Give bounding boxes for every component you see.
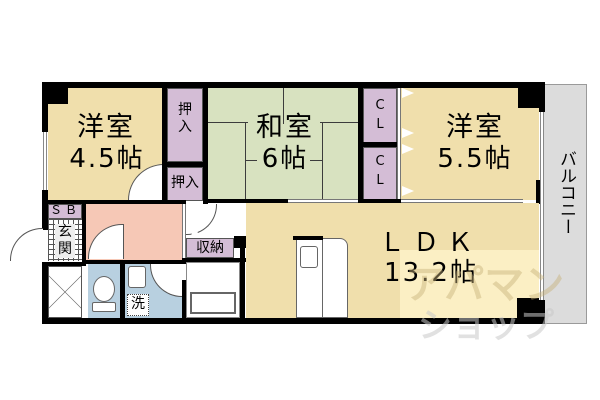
wall-top	[42, 82, 545, 88]
bathtub	[190, 292, 236, 314]
pillar-top-left	[48, 88, 68, 104]
western-room-2	[401, 88, 539, 200]
wall-bath-right	[240, 244, 245, 318]
wall-toilet-right	[120, 262, 125, 318]
storage-door-marker-1	[190, 226, 200, 238]
wall-toilet-top	[86, 260, 186, 264]
tatami-line-h2	[320, 122, 358, 123]
cl-door-marker-1b	[402, 88, 414, 98]
wall-japanese-bottom-left	[203, 199, 288, 203]
tatami-line-v2	[245, 122, 246, 200]
wall-ps-top	[42, 262, 86, 266]
kitchen-counter-divider	[322, 238, 323, 318]
wall-kitchen-top	[293, 236, 323, 240]
ldk-name: ＬＤＫ	[378, 228, 481, 258]
shoe-box-label: ＳＢ	[49, 203, 80, 217]
tatami-line-v1	[283, 88, 284, 124]
tatami-line-h3	[245, 160, 257, 161]
western-room-1-name: 洋室	[77, 112, 135, 143]
wall-left-lower	[42, 262, 48, 324]
shoe-box	[48, 204, 82, 219]
cl-door-marker-4b	[402, 186, 414, 196]
pillar-top-right	[518, 88, 539, 108]
cl-door-marker-2b	[402, 128, 414, 138]
closet-oshiire-2-label: 押入	[171, 175, 199, 191]
toilet-bowl	[93, 276, 115, 302]
wall-cl-divider	[361, 142, 401, 147]
tatami-line-h1	[208, 122, 248, 123]
balcony-label: バルコニー	[556, 150, 576, 235]
closet-cl-1	[363, 88, 397, 144]
tatami-line-v3	[322, 122, 323, 207]
wash-basin	[128, 266, 146, 288]
entrance-label: 玄関	[55, 224, 75, 258]
wall-w1-right	[162, 88, 167, 204]
closet-oshiire-2	[167, 167, 203, 201]
western-room-2-name: 洋室	[446, 112, 504, 143]
wall-w2-bottom-left	[361, 199, 401, 203]
wall-oshiire-divider	[165, 162, 205, 167]
cl-sliding-door	[397, 88, 401, 202]
window-right	[540, 112, 544, 300]
japanese-room-size: 6帖	[261, 144, 309, 174]
watermark-line1: アパマン	[405, 262, 565, 308]
ldk-size: 13.2帖	[384, 258, 478, 288]
closet-cl-2-label: CL	[375, 154, 385, 188]
western-room-2-size: 5.5帖	[437, 144, 513, 174]
western-room-1-size: 4.5帖	[69, 144, 145, 174]
wall-right-lower	[539, 300, 545, 324]
storage	[186, 238, 234, 258]
ldk-highlight	[400, 250, 539, 318]
wall-left-upper	[42, 82, 48, 132]
door-swing-hallway	[88, 224, 124, 259]
wall-left-mid	[42, 190, 48, 230]
tatami-line-h4	[310, 160, 322, 161]
sliding-door-western-2	[401, 199, 523, 203]
cl-door-marker-3b	[402, 144, 414, 154]
toilet-tank	[92, 302, 116, 312]
wall-storage-bottom	[182, 258, 246, 262]
wall-bath-left	[182, 280, 186, 318]
washer-label: 洗	[131, 296, 145, 312]
wall-entrance-top	[42, 200, 186, 204]
hallway-door-to-ldk	[182, 204, 186, 260]
closet-oshiire-1	[167, 88, 203, 162]
door-swing-entrance	[10, 228, 43, 261]
closet-cl-2	[363, 147, 397, 200]
storage-label: 収納	[196, 240, 224, 256]
wall-entrance-right	[82, 202, 86, 262]
pipe-space	[48, 266, 82, 318]
watermark-line2: ショップ	[418, 306, 554, 346]
wall-w2-right-stub	[536, 180, 540, 204]
wall-right-upper	[539, 82, 545, 112]
closet-cl-1-label: CL	[375, 98, 385, 132]
japanese-room-name: 和室	[256, 112, 314, 143]
window-left	[43, 132, 47, 190]
wall-oshiire-right	[203, 88, 208, 204]
sliding-door-japanese	[288, 199, 358, 203]
wall-bottom	[42, 318, 545, 324]
pillar-bottom-right	[517, 298, 539, 318]
kitchen-sink	[300, 246, 318, 268]
washer-space	[127, 294, 149, 316]
wall-japanese-right	[358, 88, 363, 204]
storage-door-marker-2	[222, 226, 232, 238]
closet-oshiire-1-label: 押入	[178, 102, 192, 135]
